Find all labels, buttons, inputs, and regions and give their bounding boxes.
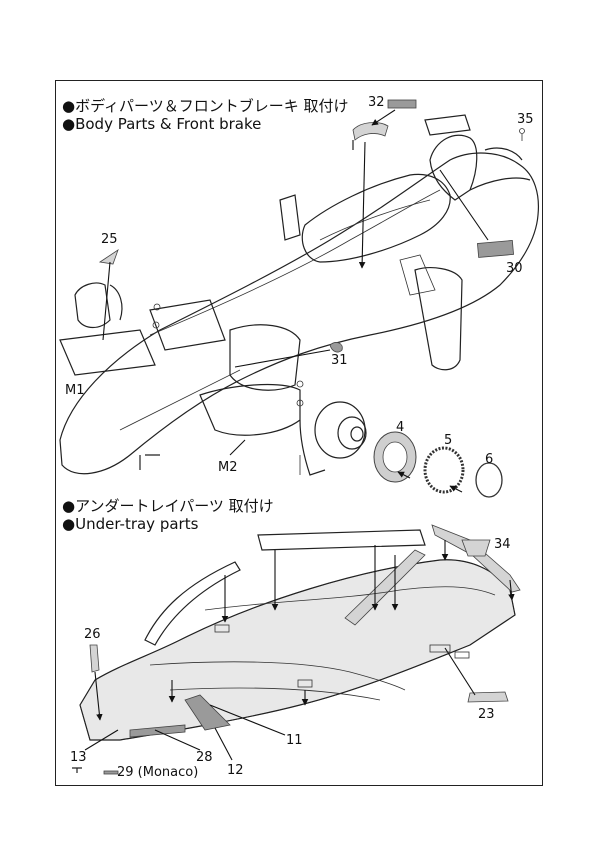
- part-4-disc-hole: [382, 441, 408, 473]
- undertray-drawing: [72, 524, 521, 775]
- label-m2: M2: [218, 460, 238, 475]
- leader-23: [444, 647, 476, 696]
- leader-4: [397, 471, 411, 479]
- label-m1: M1: [65, 383, 85, 398]
- sidepod-right-panel: [414, 267, 463, 371]
- label-5: 5: [444, 433, 453, 448]
- part-top-rail: [257, 529, 426, 551]
- part-12-shape: [184, 694, 231, 731]
- chassis-side-pod-inner: [229, 324, 301, 391]
- label-25: 25: [101, 232, 118, 247]
- rear-fin-top: [484, 147, 523, 161]
- part-23-shape: [467, 691, 509, 703]
- undertray-title-en: ●Under-tray parts: [62, 515, 199, 533]
- body-parts-title-jp: ●ボディパーツ＆フロントブレーキ 取付け: [62, 97, 349, 115]
- part-34b-shape: [461, 539, 491, 557]
- part-32b-shape: [352, 122, 389, 141]
- leader-31: [234, 349, 331, 368]
- label-31: 31: [331, 353, 348, 368]
- rear-fin-line: [469, 177, 531, 191]
- roll-hoop-fin: [424, 114, 471, 136]
- label-28: 28: [196, 750, 213, 765]
- part-30-shape: [477, 240, 514, 258]
- instruction-frame: [55, 80, 543, 786]
- car-body-drawing: [59, 114, 540, 476]
- leader-13: [84, 729, 119, 751]
- leader-5: [449, 485, 463, 493]
- floor-curve-2: [169, 687, 381, 701]
- bolt: [152, 321, 160, 329]
- label-23: 23: [478, 707, 495, 722]
- leader-11: [209, 704, 286, 736]
- label-26: 26: [84, 627, 101, 642]
- leader-32: [371, 109, 396, 126]
- part-5-ring: [423, 446, 465, 494]
- label-4: 4: [396, 420, 405, 435]
- label-12: 12: [227, 763, 244, 778]
- left-skirt: [144, 561, 241, 646]
- brake-hub-center: [350, 426, 364, 442]
- part-32-shape: [387, 99, 417, 109]
- part-6-ring: [475, 462, 503, 498]
- label-11: 11: [286, 733, 303, 748]
- arrow-34b: [508, 579, 515, 601]
- part-13-shape: [72, 767, 82, 773]
- cockpit-opening: [301, 173, 451, 263]
- diagonal-plank: [344, 549, 426, 626]
- damper-mount: [109, 284, 123, 321]
- body-parts-title-en: ●Body Parts & Front brake: [62, 115, 262, 133]
- undertray-title-jp: ●アンダートレイパーツ 取付け: [62, 497, 274, 515]
- part-25-shape: [98, 248, 119, 265]
- label-34: 34: [494, 537, 511, 552]
- undertray-heading: ●アンダートレイパーツ 取付け ●Under-tray parts: [62, 497, 274, 533]
- part-26-shape: [89, 644, 100, 673]
- leader-m2: [229, 439, 246, 456]
- part-31-shape: [329, 342, 343, 353]
- upright: [299, 419, 326, 476]
- nose-crease: [119, 369, 241, 431]
- floor-curve-3: [204, 586, 496, 611]
- brake-hub-inner: [337, 416, 367, 450]
- label-30: 30: [506, 261, 523, 276]
- label-35: 35: [517, 112, 534, 127]
- leader-28: [154, 729, 201, 751]
- airbox: [429, 134, 478, 201]
- bolt: [296, 380, 304, 388]
- sidepod-vent: [399, 254, 436, 296]
- tab: [297, 679, 313, 688]
- arrow-26: [94, 671, 103, 721]
- leader-32b: [358, 141, 366, 269]
- brake-hub: [314, 401, 366, 459]
- front-wing-tip: [139, 454, 160, 470]
- front-suspension-bay: [149, 299, 226, 351]
- bolt: [153, 303, 161, 311]
- front-floor-plate: [59, 329, 156, 376]
- leader-30: [439, 169, 489, 241]
- label-13: 13: [70, 750, 87, 765]
- label-29: 29 (Monaco): [117, 765, 199, 780]
- part-35-shape: [519, 128, 525, 134]
- body-shell: [59, 152, 540, 475]
- cockpit-rim: [319, 199, 431, 241]
- floor-curve-1: [149, 661, 406, 691]
- body-parts-heading: ●ボディパーツ＆フロントブレーキ 取付け ●Body Parts & Front…: [62, 97, 349, 133]
- tab: [454, 651, 470, 659]
- tab: [214, 624, 230, 633]
- sidepod-left: [279, 194, 301, 241]
- part-29-shape: [103, 770, 119, 775]
- tab: [429, 644, 451, 653]
- front-bulkhead: [74, 282, 111, 329]
- label-6: 6: [485, 452, 494, 467]
- label-32: 32: [368, 95, 385, 110]
- leader-12: [214, 727, 233, 761]
- chassis-lower-m2: [199, 383, 301, 436]
- leader-25: [102, 261, 111, 341]
- bolt: [296, 399, 304, 407]
